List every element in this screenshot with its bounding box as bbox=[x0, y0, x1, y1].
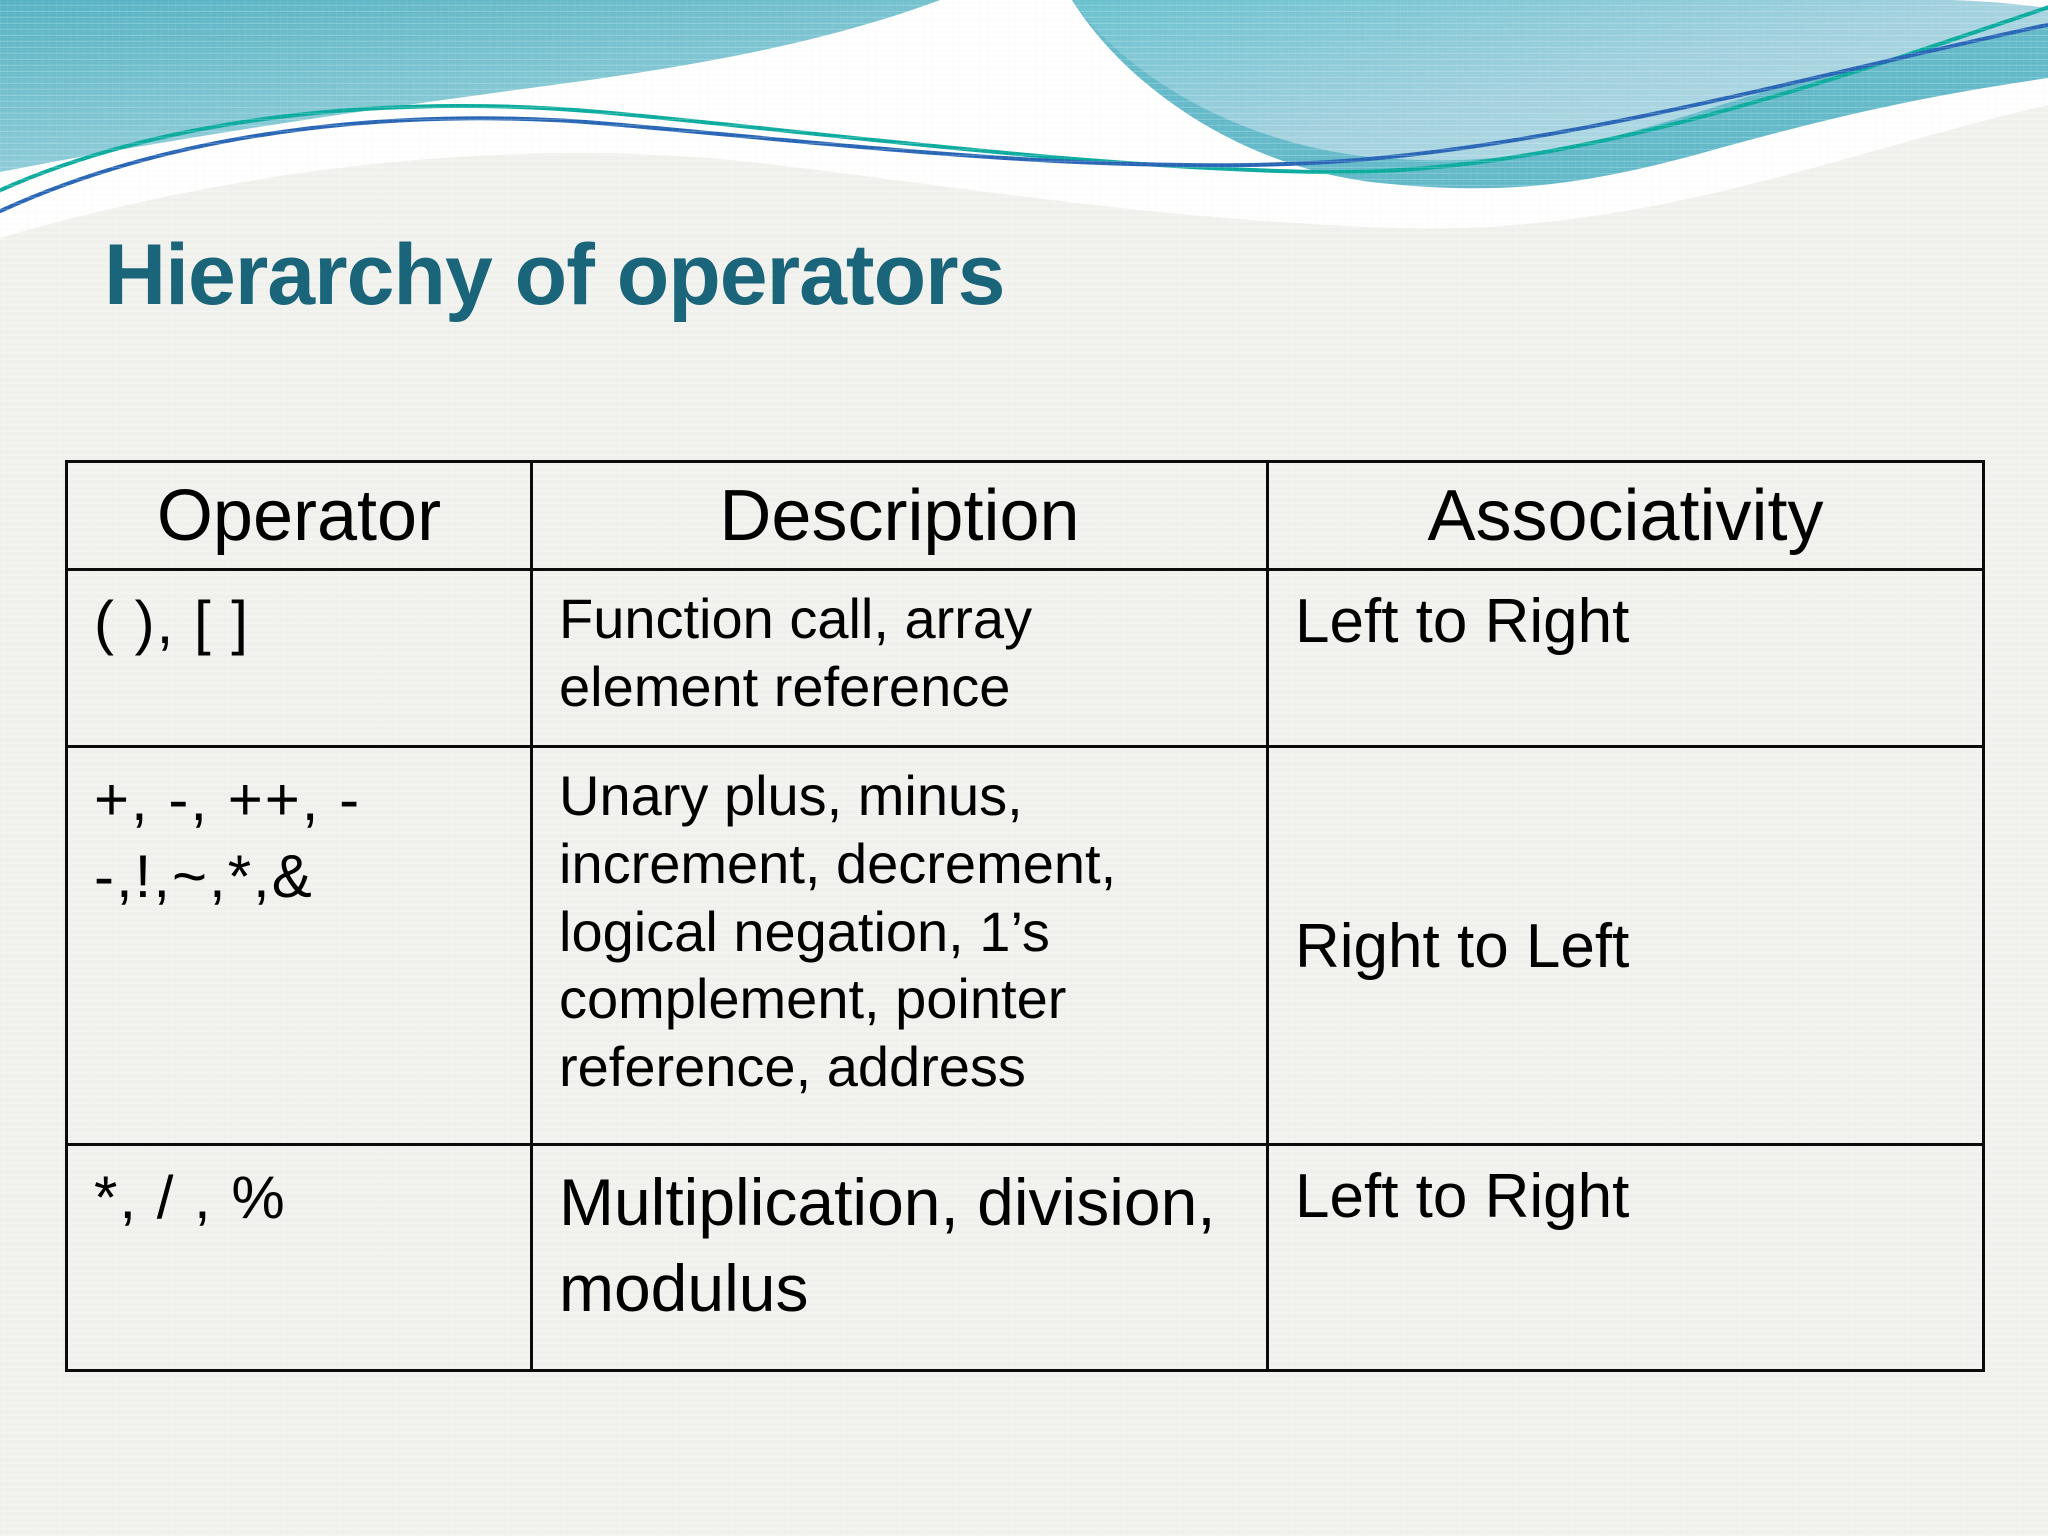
column-header-associativity: Associativity bbox=[1266, 460, 1985, 571]
description-cell: Unary plus, minus, increment, decrement,… bbox=[530, 745, 1269, 1146]
accent-curve-teal bbox=[0, 5, 2048, 193]
wave-right-mass bbox=[1072, 0, 2048, 161]
table-row: +, -, ++, - -,!,~,*,& Unary plus, minus,… bbox=[65, 745, 1985, 1146]
operator-cell: *, / , % bbox=[65, 1143, 533, 1372]
operators-table: Operator Description Associativity ( ), … bbox=[65, 460, 1985, 1372]
wave-left-block bbox=[0, 0, 940, 172]
table-row: ( ), [ ] Function call, array element re… bbox=[65, 568, 1985, 748]
operator-cell: +, -, ++, - -,!,~,*,& bbox=[65, 745, 533, 1146]
corner-white-sliver bbox=[1950, 0, 2048, 8]
accent-curve-blue bbox=[0, 22, 2048, 214]
column-header-description: Description bbox=[530, 460, 1269, 571]
table-header-row: Operator Description Associativity bbox=[65, 460, 1985, 571]
associativity-cell: Left to Right bbox=[1266, 568, 1985, 748]
description-cell: Function call, array element reference bbox=[530, 568, 1269, 748]
associativity-cell: Right to Left bbox=[1266, 745, 1985, 1146]
description-cell: Multiplication, division, modulus bbox=[530, 1143, 1269, 1372]
slide-title: Hierarchy of operators bbox=[104, 227, 1005, 323]
table-row: *, / , % Multiplication, division, modul… bbox=[65, 1143, 1985, 1372]
wave-banner-graphic bbox=[0, 0, 2048, 238]
operator-cell: ( ), [ ] bbox=[65, 568, 533, 748]
column-header-operator: Operator bbox=[65, 460, 533, 571]
associativity-cell: Left to Right bbox=[1266, 1143, 1985, 1372]
